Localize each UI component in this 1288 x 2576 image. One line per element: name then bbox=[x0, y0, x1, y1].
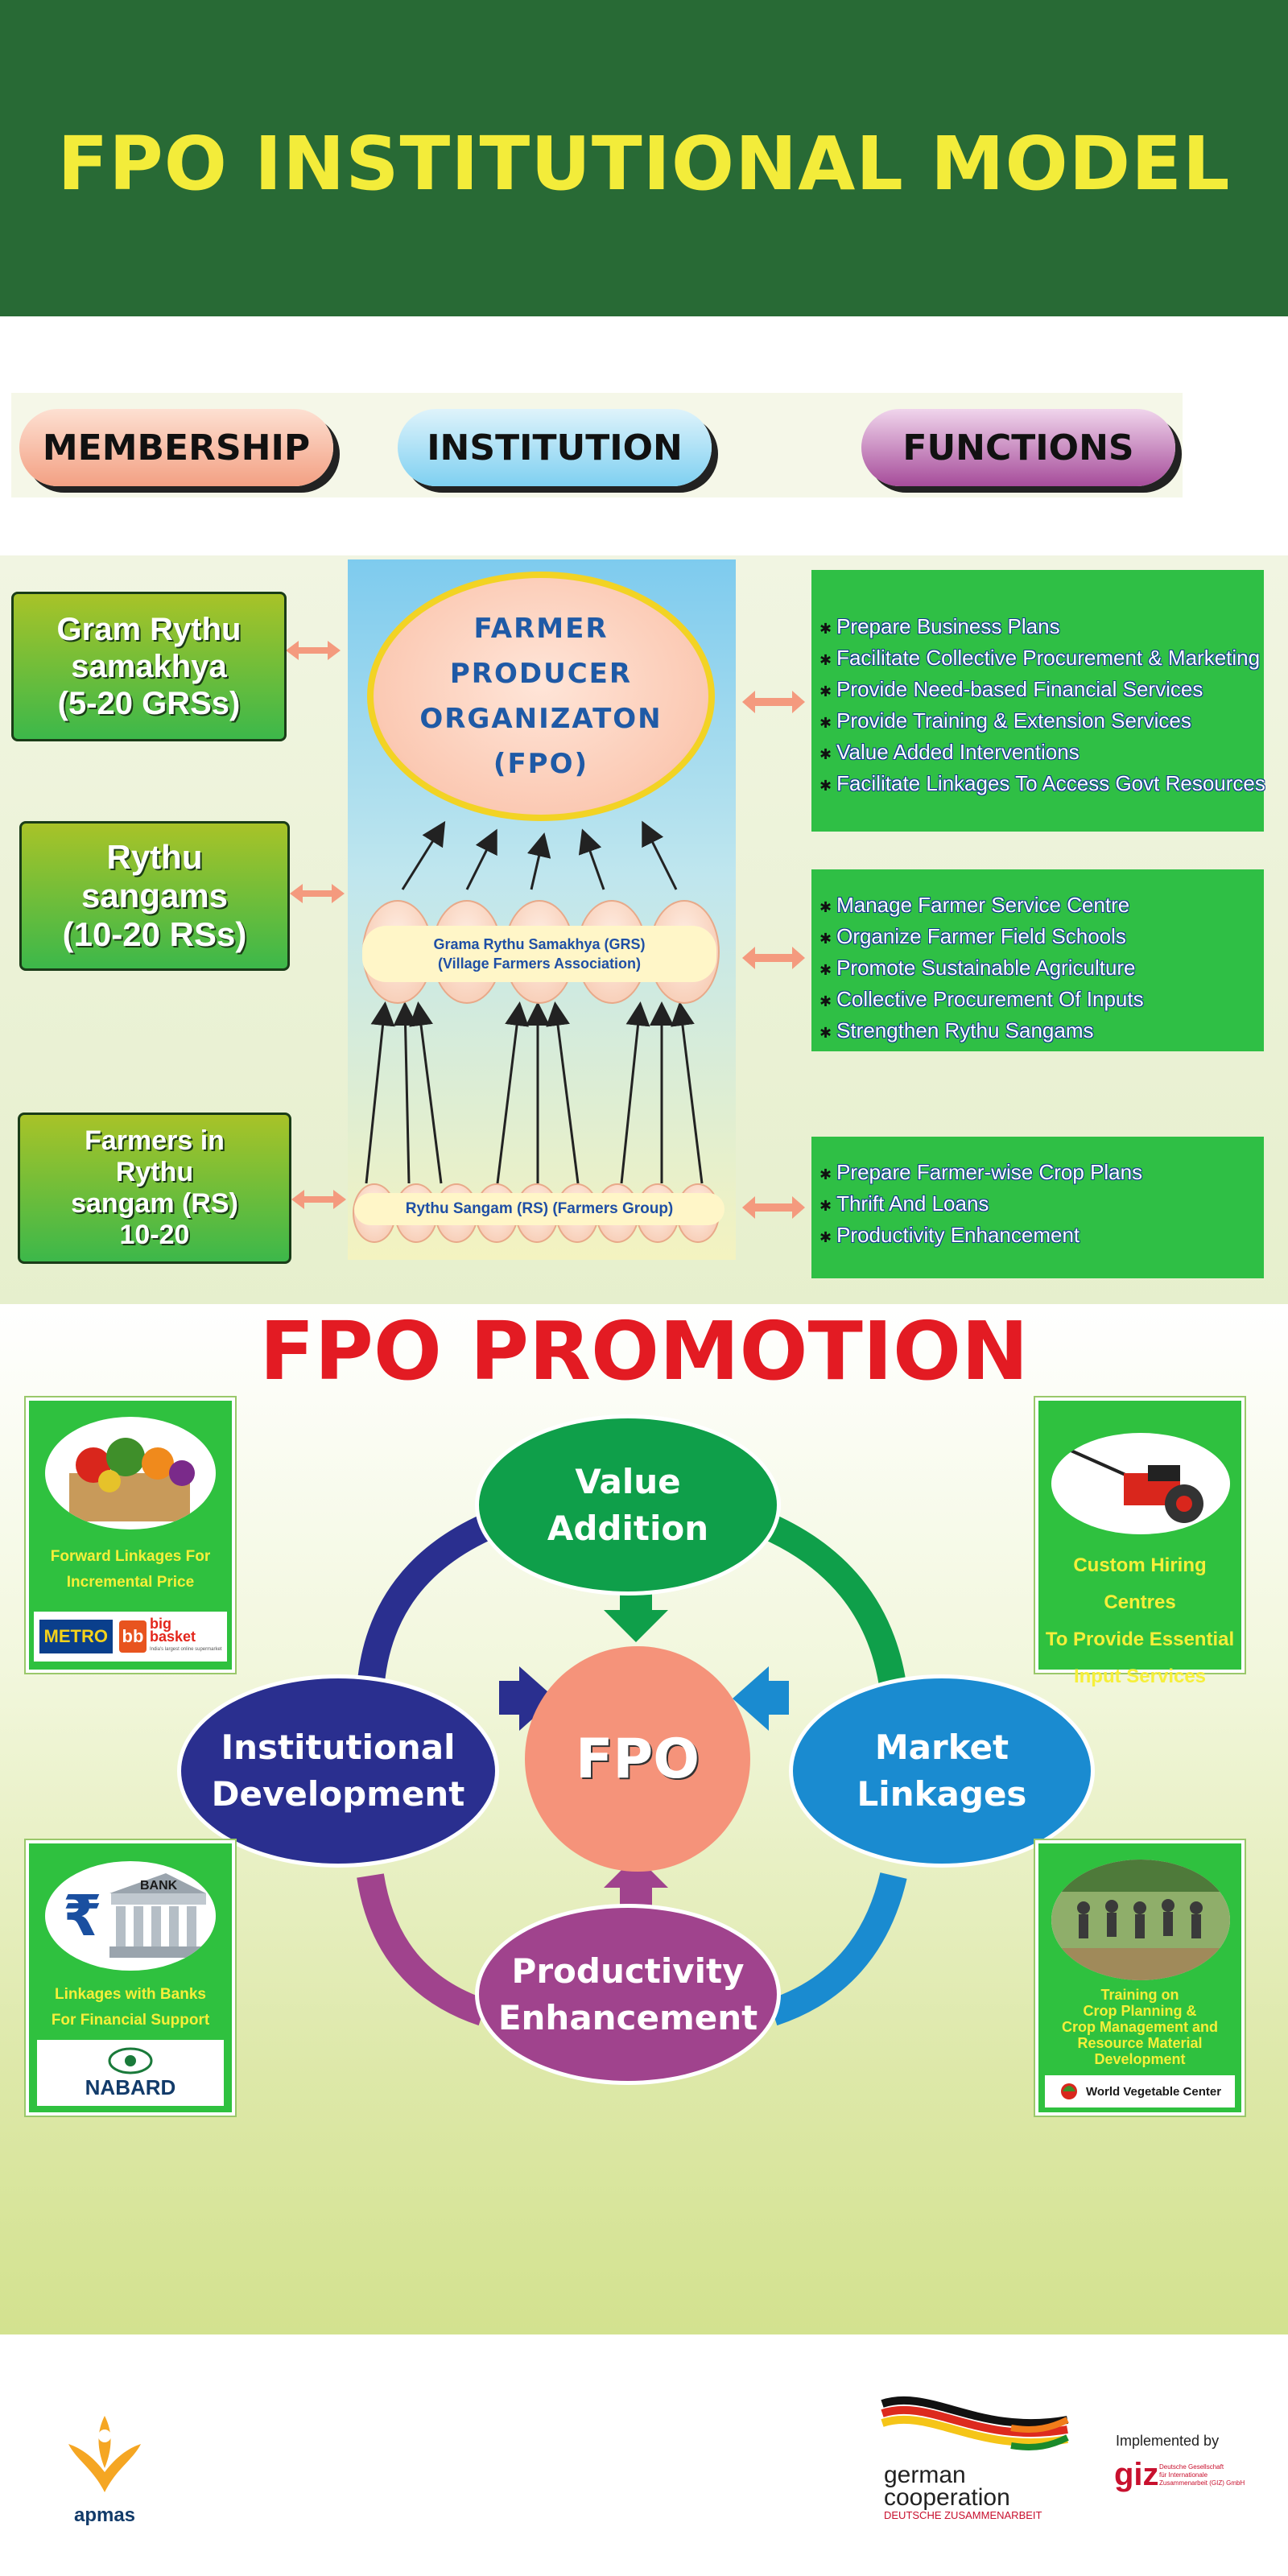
fpo-ellipse: FARMER PRODUCER ORGANIZATON (FPO) bbox=[367, 572, 715, 821]
functions-grs: ✱Manage Farmer Service Centre ✱Organize … bbox=[811, 869, 1264, 1051]
giz-logo: giz bbox=[1114, 2457, 1159, 2492]
bigbasket-logo: bb big basket India's largest online sup… bbox=[118, 1616, 221, 1656]
functions-rs: ✱Prepare Farmer-wise Crop Plans ✱Thrift … bbox=[811, 1137, 1264, 1278]
apmas-flower-icon bbox=[68, 2416, 141, 2492]
farmers-group-icon bbox=[1051, 1860, 1230, 1980]
double-arrow-icon bbox=[286, 641, 805, 1219]
vegetables-image bbox=[45, 1417, 216, 1530]
promotion-title: FPO PROMOTION bbox=[259, 1304, 1029, 1398]
function-item: ✱Collective Procurement Of Inputs bbox=[819, 987, 1144, 1011]
giz-subtitle: Deutsche Gesellschaft für Internationale… bbox=[1159, 2463, 1245, 2487]
page-title: FPO INSTITUTIONAL MODEL bbox=[57, 121, 1231, 207]
institution-header: INSTITUTION bbox=[398, 409, 712, 486]
node-institutional-development: Institutional Development bbox=[177, 1674, 499, 1868]
function-item: ✱Provide Need-based Financial Services bbox=[819, 677, 1203, 701]
custom-hiring-caption: Custom Hiring Centres To Provide Essenti… bbox=[1045, 1554, 1235, 1687]
function-item: ✱Productivity Enhancement bbox=[819, 1223, 1080, 1247]
metro-logo: METRO bbox=[39, 1620, 113, 1653]
card-custom-hiring: Custom Hiring Centres To Provide Essenti… bbox=[1035, 1397, 1245, 1687]
bank-icon: ₹ bbox=[63, 1873, 206, 1958]
svg-text:₹: ₹ bbox=[63, 1883, 102, 1949]
german-cooperation-logo: german cooperation DEUTSCHE ZUSAMMENARBE… bbox=[874, 2388, 1084, 2533]
bank-image: ₹ BANK bbox=[45, 1861, 216, 1971]
power-tiller-icon bbox=[1067, 1447, 1203, 1523]
banks-caption: Linkages with Banks For Financial Suppor… bbox=[51, 1986, 210, 2029]
grs-label-line1: Grama Rythu Samakhya (GRS) bbox=[433, 936, 646, 952]
membership-grs: Gram Rythu samakhya (5-20 GRSs) bbox=[11, 592, 287, 741]
footer bbox=[0, 2334, 1288, 2576]
promotion-center-fpo: FPO bbox=[525, 1646, 750, 1872]
german-flag-wave-icon bbox=[881, 2396, 1069, 2450]
training-caption: Training on Crop Planning & Crop Managem… bbox=[1061, 1987, 1219, 2067]
forward-linkages-caption: Forward Linkages For Incremental Price bbox=[50, 1548, 211, 1591]
implemented-by-label: Implemented by bbox=[1116, 2433, 1220, 2449]
function-item: ✱Strengthen Rythu Sangams bbox=[819, 1018, 1094, 1042]
retail-logos: METRO bb big basket India's largest onli… bbox=[34, 1612, 227, 1662]
world-vegetable-center-logo: World Vegetable Center bbox=[1045, 2075, 1235, 2107]
membership-farmers: Farmers in Rythu sangam (RS) 10-20 bbox=[18, 1113, 291, 1264]
node-productivity-enhancement: Productivity Enhancement bbox=[475, 1904, 781, 2085]
card-forward-linkages: Forward Linkages For Incremental Price M… bbox=[26, 1397, 235, 1673]
grs-label-line2: (Village Farmers Association) bbox=[437, 956, 642, 972]
bank-label: BANK bbox=[140, 1879, 178, 1893]
rs-label: Rythu Sangam (RS) (Farmers Group) bbox=[354, 1193, 724, 1225]
card-banks: ₹ BANK Linkages with Banks For Financial… bbox=[26, 1840, 235, 2116]
vegetable-center-emblem-icon bbox=[1060, 2083, 1077, 2099]
function-item: ✱Thrift And Loans bbox=[819, 1191, 989, 1216]
function-item: ✱Promote Sustainable Agriculture bbox=[819, 956, 1136, 980]
function-item: ✱Facilitate Linkages To Access Govt Reso… bbox=[819, 771, 1265, 795]
function-item: ✱Provide Training & Extension Services bbox=[819, 708, 1191, 733]
membership-rs: Rythu sangams (10-20 RSs) bbox=[19, 821, 290, 971]
grs-label: Grama Rythu Samakhya (GRS) (Village Farm… bbox=[362, 926, 716, 982]
card-training: Training on Crop Planning & Crop Managem… bbox=[1035, 1840, 1245, 2116]
function-item: ✱Prepare Business Plans bbox=[819, 614, 1060, 638]
function-item: ✱Organize Farmer Field Schools bbox=[819, 924, 1126, 948]
fpo-ellipse-label: FARMER PRODUCER ORGANIZATON (FPO) bbox=[419, 613, 663, 780]
tiller-image bbox=[1051, 1433, 1230, 1534]
node-market-linkages: Market Linkages bbox=[789, 1674, 1095, 1868]
membership-header: MEMBERSHIP bbox=[19, 409, 333, 486]
functions-header: FUNCTIONS bbox=[861, 409, 1175, 486]
function-item: ✱Value Added Interventions bbox=[819, 740, 1080, 764]
functions-fpo: ✱Prepare Business Plans ✱Facilitate Coll… bbox=[811, 570, 1265, 832]
function-item: ✱Manage Farmer Service Centre bbox=[819, 893, 1130, 917]
promotion-cycle bbox=[357, 1509, 907, 2026]
header-banner bbox=[0, 0, 1288, 316]
vegetables-icon bbox=[69, 1438, 195, 1521]
function-item: ✱Facilitate Collective Procurement & Mar… bbox=[819, 646, 1261, 670]
nabard-logo: NABARD bbox=[37, 2040, 224, 2106]
training-image bbox=[1051, 1860, 1230, 1980]
nabard-emblem-icon bbox=[108, 2047, 153, 2074]
node-value-addition: Value Addition bbox=[475, 1414, 781, 1596]
arrow-icon bbox=[499, 1590, 789, 1908]
apmas-logo: apmas bbox=[56, 2412, 153, 2526]
connector-arrows bbox=[286, 641, 805, 1219]
function-item: ✱Prepare Farmer-wise Crop Plans bbox=[819, 1160, 1143, 1184]
